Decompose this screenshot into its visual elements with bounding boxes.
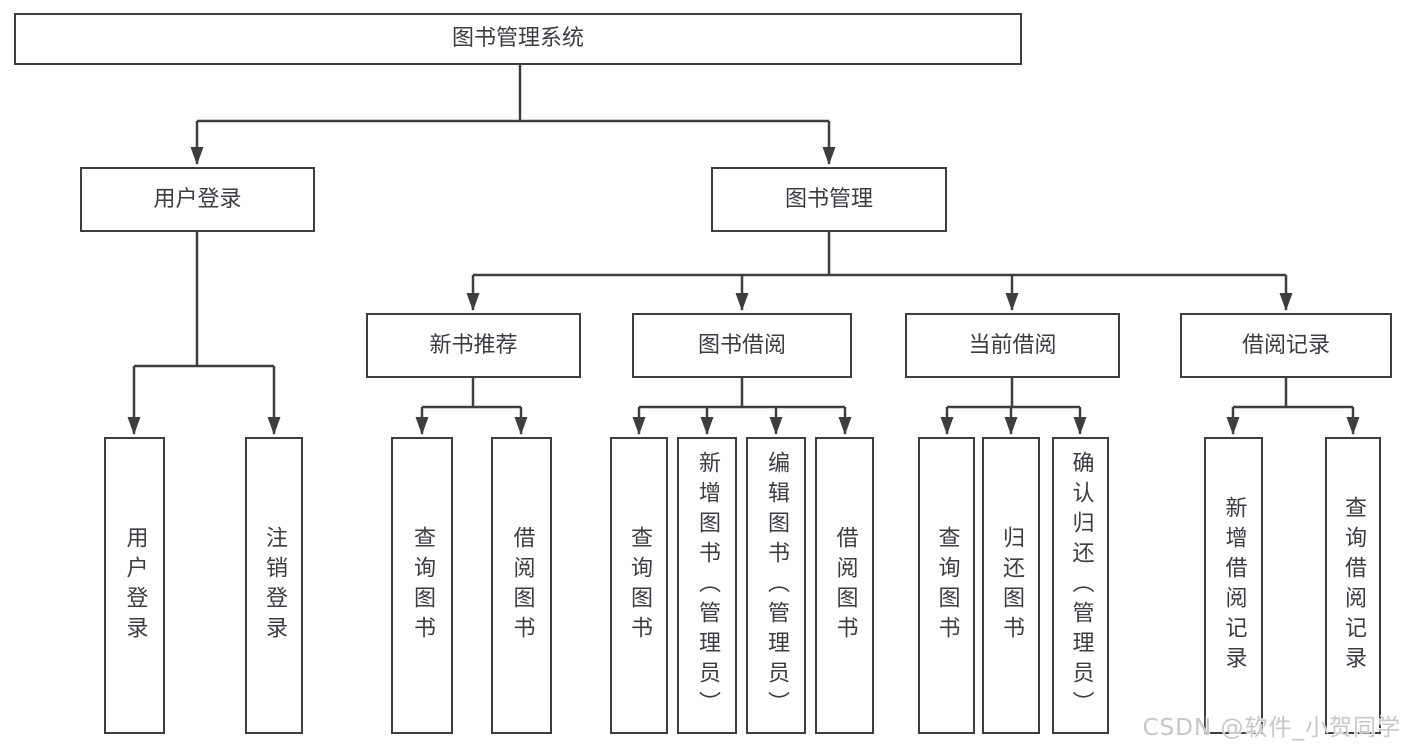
node-label: 新书推荐 <box>429 332 518 358</box>
leaf-records-add-record: 新增借阅记录 <box>1204 437 1263 734</box>
node-borrow-records: 借阅记录 <box>1180 313 1392 378</box>
leaf-borrow-add-books-admin: 新增图书（管理员） <box>677 437 737 734</box>
node-label: 新增图书（管理员） <box>695 450 720 721</box>
node-label: 确认归还（管理员） <box>1068 450 1094 721</box>
node-label: 用户登录 <box>122 525 148 646</box>
node-book-management: 图书管理 <box>711 167 947 232</box>
node-label: 注销登录 <box>262 525 287 646</box>
leaf-newrec-borrow-books: 借阅图书 <box>491 437 552 734</box>
node-label: 归还图书 <box>999 525 1024 646</box>
node-library-management-system: 图书管理系统 <box>14 13 1022 65</box>
leaf-borrow-edit-books-admin: 编辑图书（管理员） <box>746 437 806 734</box>
node-label: 借阅记录 <box>1241 332 1330 358</box>
node-current-borrow: 当前借阅 <box>905 313 1120 378</box>
leaf-logout: 注销登录 <box>245 437 303 734</box>
node-label: 编辑图书（管理员） <box>764 450 789 721</box>
leaf-newrec-query-books: 查询图书 <box>391 437 453 734</box>
csdn-watermark: CSDN @软件_小贺同学 <box>1142 715 1401 741</box>
node-book-borrow: 图书借阅 <box>632 313 852 378</box>
node-label: 查询图书 <box>627 525 652 646</box>
node-label: 图书管理系统 <box>451 26 584 51</box>
node-label: 图书借阅 <box>697 332 786 358</box>
leaf-current-confirm-return-admin: 确认归还（管理员） <box>1052 437 1109 734</box>
node-label: 当前借阅 <box>968 332 1057 358</box>
node-label: 查询借阅记录 <box>1341 495 1366 676</box>
node-label: 借阅图书 <box>832 525 858 646</box>
leaf-borrow-query-books: 查询图书 <box>610 437 668 734</box>
node-user-login: 用户登录 <box>80 167 315 232</box>
node-label: 借阅图书 <box>509 525 535 646</box>
node-label: 查询图书 <box>934 525 960 646</box>
leaf-records-query-record: 查询借阅记录 <box>1325 437 1381 734</box>
node-label: 图书管理 <box>784 186 873 212</box>
node-new-book-recommend: 新书推荐 <box>366 313 581 378</box>
leaf-current-return-books: 归还图书 <box>982 437 1040 734</box>
node-label: 用户登录 <box>153 186 242 212</box>
leaf-user-login: 用户登录 <box>104 437 165 734</box>
leaf-current-query-books: 查询图书 <box>918 437 975 734</box>
node-label: 查询图书 <box>410 525 435 646</box>
node-label: 新增借阅记录 <box>1221 495 1247 676</box>
leaf-borrow-borrow-books: 借阅图书 <box>815 437 874 734</box>
